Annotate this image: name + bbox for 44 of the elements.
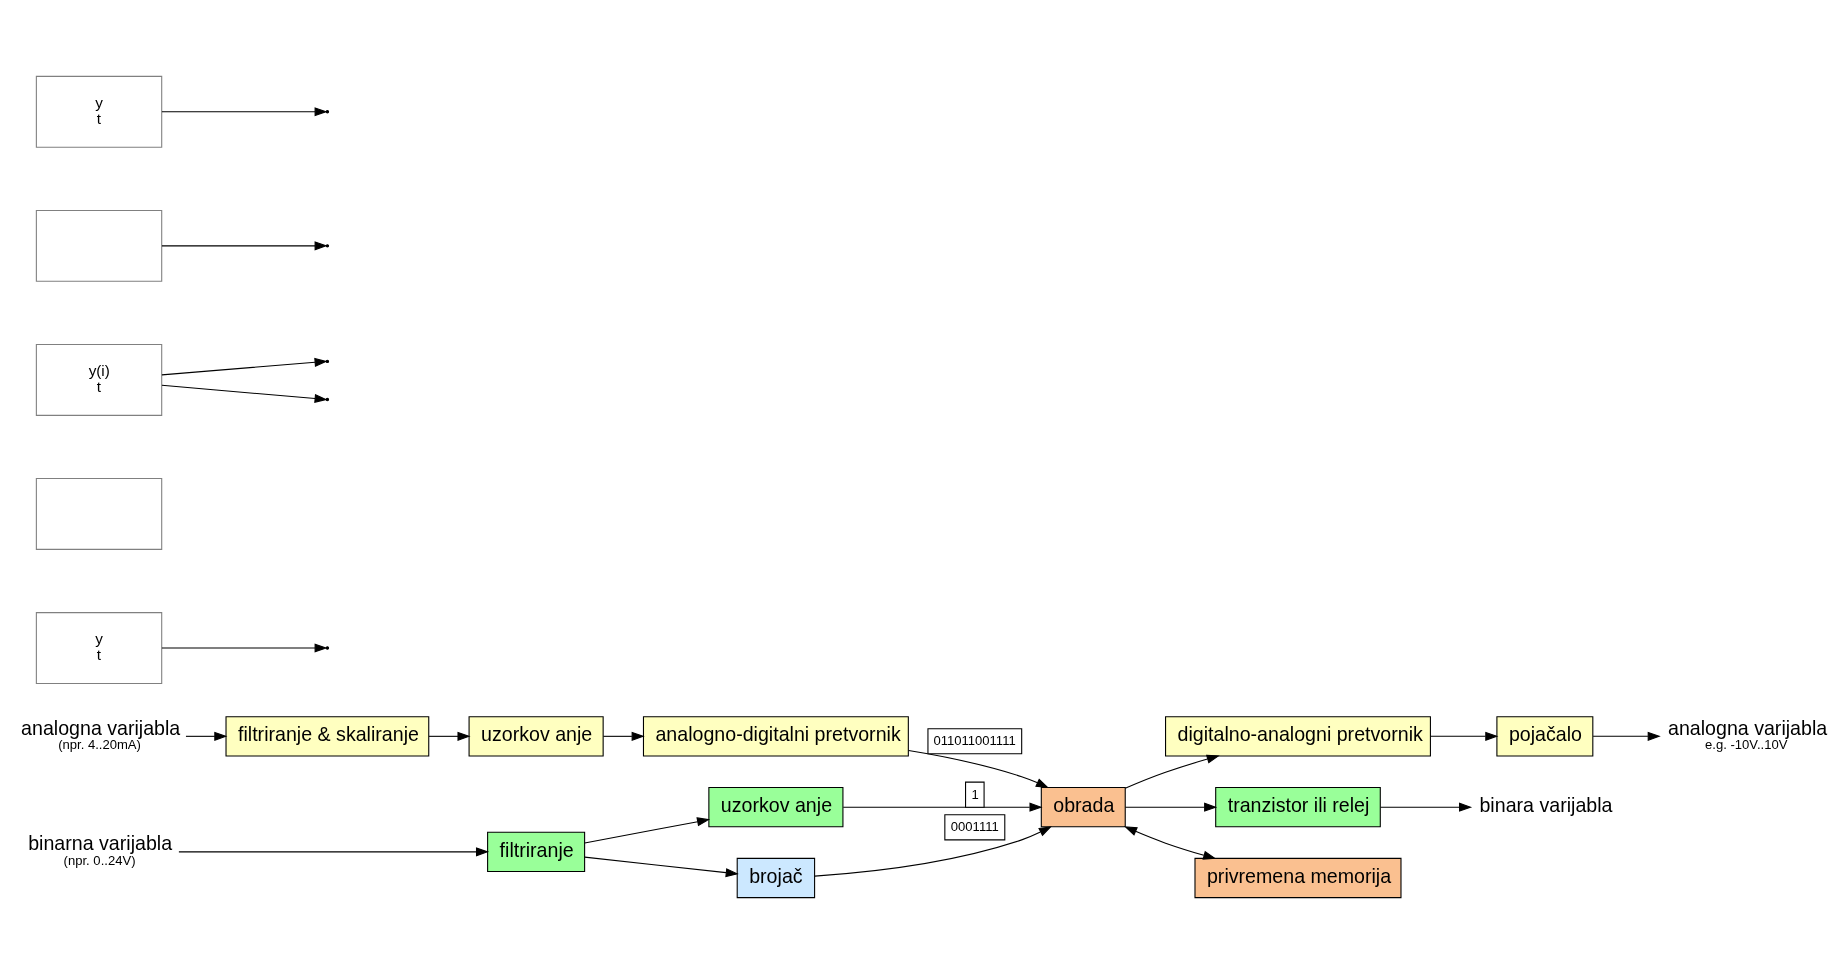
arrow	[178, 846, 490, 856]
arrow	[602, 731, 645, 741]
arrow	[1592, 731, 1661, 741]
node-box: pojačalo	[1496, 715, 1594, 756]
node-box: uzorkov anje	[468, 715, 604, 756]
edge-label: 0001111	[950, 818, 999, 834]
node-text: analogna varijabla	[21, 716, 181, 739]
edge-label: 011011001111	[933, 732, 1016, 748]
arrow	[908, 749, 1049, 788]
node-box: privremena memorija	[1194, 857, 1402, 898]
node-label: (npr. 0..24V)	[63, 852, 136, 868]
arrow	[185, 731, 228, 741]
node-box: brojač	[736, 857, 816, 898]
node-text: binara varijabla	[1479, 793, 1613, 816]
node-box: y(i) t	[35, 343, 163, 416]
arrow	[161, 357, 328, 375]
arrow	[1124, 825, 1217, 860]
node-box: tranzistor ili relej	[1215, 786, 1381, 827]
arrow	[1124, 802, 1218, 812]
node-box: y t	[35, 75, 163, 148]
arrow	[584, 856, 739, 877]
arrow	[842, 802, 1043, 812]
arrow	[161, 240, 328, 250]
node-box	[35, 477, 163, 550]
arrow	[1380, 802, 1473, 812]
node-box: obrada	[1040, 786, 1126, 827]
arrow	[161, 642, 328, 653]
arrow	[161, 106, 328, 116]
arrow	[814, 825, 1052, 877]
node-text: binarna varijabla	[28, 831, 173, 854]
arrow	[428, 731, 471, 741]
arrow	[1124, 754, 1220, 789]
node-box: digitalno-analogni pretvornik	[1165, 715, 1431, 756]
node-box: analogno-digitalni pretvornik	[642, 715, 909, 756]
node-box: y t	[35, 611, 163, 684]
node-label: (npr. 4..20mA)	[58, 736, 141, 752]
node-box: uzorkov anje	[708, 786, 844, 827]
node-box: filtriranje & skaliranje	[225, 715, 430, 756]
node-box	[35, 209, 163, 282]
node-box: filtriranje	[487, 831, 586, 872]
arrow	[1430, 731, 1499, 741]
arrow	[584, 816, 711, 843]
node-text: analogna varijabla	[1668, 716, 1828, 739]
edge-label: 1	[971, 786, 979, 802]
